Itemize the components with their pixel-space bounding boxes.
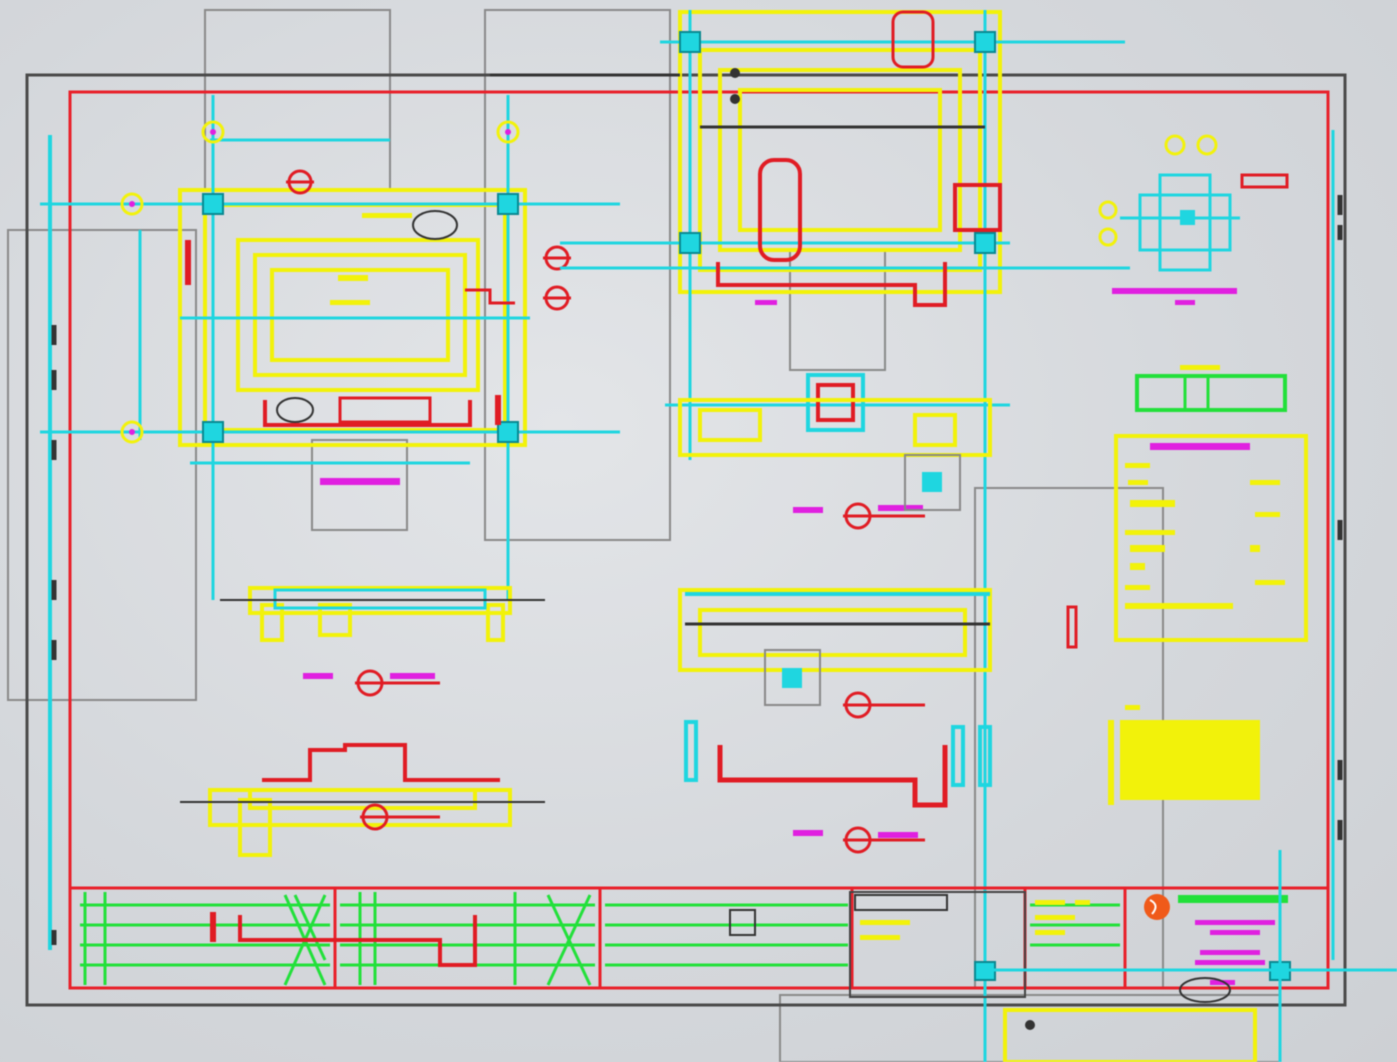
title-block — [70, 850, 1397, 1062]
company-logo-icon — [1144, 894, 1170, 920]
section-center-2 — [678, 588, 1078, 719]
sheet-border — [25, 73, 1347, 1007]
specification-notes — [1114, 434, 1308, 642]
grid-bubble-icon — [120, 120, 520, 444]
section-left-1 — [220, 586, 545, 697]
section-center-1 — [678, 398, 992, 530]
plan-view-center — [490, 10, 1130, 1062]
column-detail-top-right — [1098, 134, 1289, 305]
general-notes — [1108, 705, 1260, 805]
section-center-3 — [684, 720, 992, 854]
square-column-icon — [202, 193, 519, 443]
legend-box — [1135, 365, 1287, 412]
section-left-2 — [180, 743, 545, 857]
bottom-overlay — [1003, 1008, 1257, 1062]
grid-bubble-icon — [1098, 134, 1218, 247]
plan-view-left — [40, 95, 620, 600]
square-column-icon — [679, 31, 996, 254]
